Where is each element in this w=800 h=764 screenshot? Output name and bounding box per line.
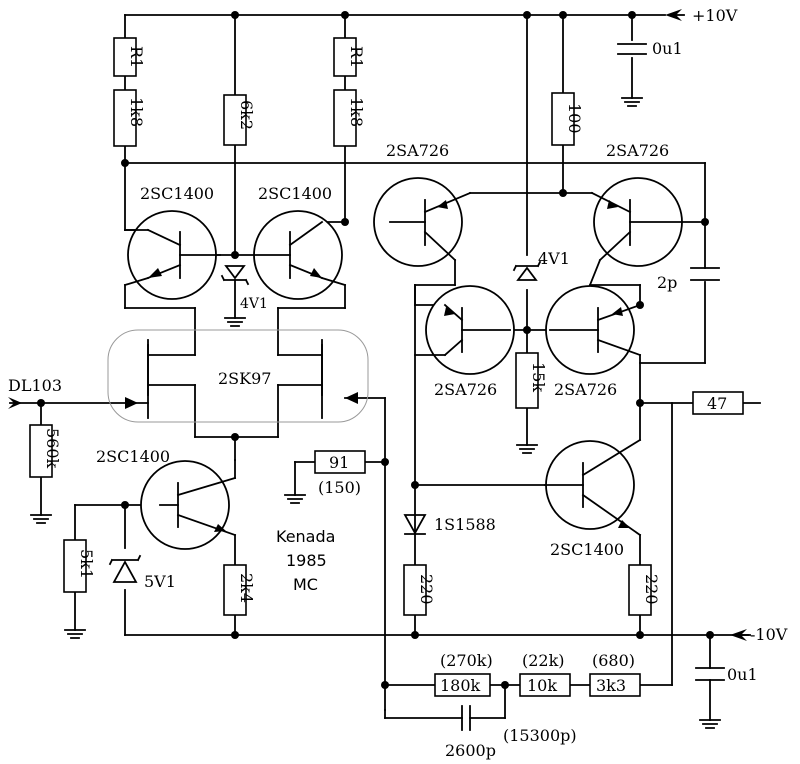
res-15k-label: 15k (529, 362, 548, 392)
res-91-label: 91 (329, 453, 349, 472)
q3-label: 2SA726 (386, 141, 449, 160)
q5-label: 2SA726 (434, 380, 497, 399)
diode-1s1588-label: 1S1588 (434, 515, 496, 534)
res-220b-label: 220 (642, 574, 661, 605)
input-label: DL103 (8, 376, 62, 395)
res-150-label: (150) (318, 478, 361, 497)
res-100-label: 100 (565, 103, 584, 134)
diodes (108, 260, 542, 583)
res-6k2-label: 6k2 (237, 100, 256, 130)
q7-label: 2SC1400 (96, 447, 170, 466)
cap-comp-label: 2p (657, 273, 677, 292)
q6-label: 2SA726 (554, 380, 617, 399)
res-270k-label: (270k) (440, 651, 493, 670)
res-10k-label: 10k (527, 676, 557, 695)
labels: +10V -10V 0u1 0u1 2p 2600p (15300p) R1 1… (8, 6, 788, 760)
res-r1a-label: R1 (127, 46, 146, 68)
res-180k-label: 180k (440, 676, 481, 695)
transistors (123, 177, 683, 550)
cap-feedback-alt-label: (15300p) (503, 726, 577, 745)
q8-label: 2SC1400 (550, 540, 624, 559)
cap-bypass-bottom-label: 0u1 (727, 665, 758, 684)
res-47-label: 47 (707, 394, 727, 413)
zener-5v1-label: 5V1 (144, 572, 176, 591)
res-22k-label: (22k) (522, 651, 565, 670)
resistors (29, 37, 744, 697)
credit-year: 1985 (286, 551, 327, 570)
zener-left-label: 4V1 (240, 296, 268, 312)
cap-feedback-label: 2600p (445, 741, 496, 760)
res-1k8b-label: 1k8 (347, 97, 366, 127)
supply-neg-label: -10V (750, 625, 788, 644)
credit-type: MC (293, 575, 318, 594)
fet-label: 2SK97 (218, 369, 271, 388)
res-5k1-label: 5k1 (77, 549, 96, 579)
junction-dots (37, 11, 714, 689)
res-1k8a-label: 1k8 (127, 97, 146, 127)
cap-bypass-top-label: 0u1 (652, 39, 683, 58)
q4-label: 2SA726 (606, 141, 669, 160)
res-2k4-label: 2k4 (237, 573, 256, 603)
capacitors (461, 43, 725, 731)
res-220a-label: 220 (417, 574, 436, 605)
credit-name: Kenada (276, 527, 335, 546)
supply-arrows (8, 9, 751, 641)
q1-label: 2SC1400 (140, 184, 214, 203)
res-r1b-label: R1 (347, 46, 366, 68)
res-680-label: (680) (592, 651, 635, 670)
q2-label: 2SC1400 (258, 184, 332, 203)
zener-right-label: 4V1 (538, 249, 570, 268)
supply-pos-label: +10V (692, 6, 738, 25)
ground-symbols (30, 97, 721, 729)
res-560k-label: 560k (43, 428, 62, 469)
fet-2sk97 (107, 329, 369, 423)
res-3k3-label: 3k3 (596, 676, 626, 695)
